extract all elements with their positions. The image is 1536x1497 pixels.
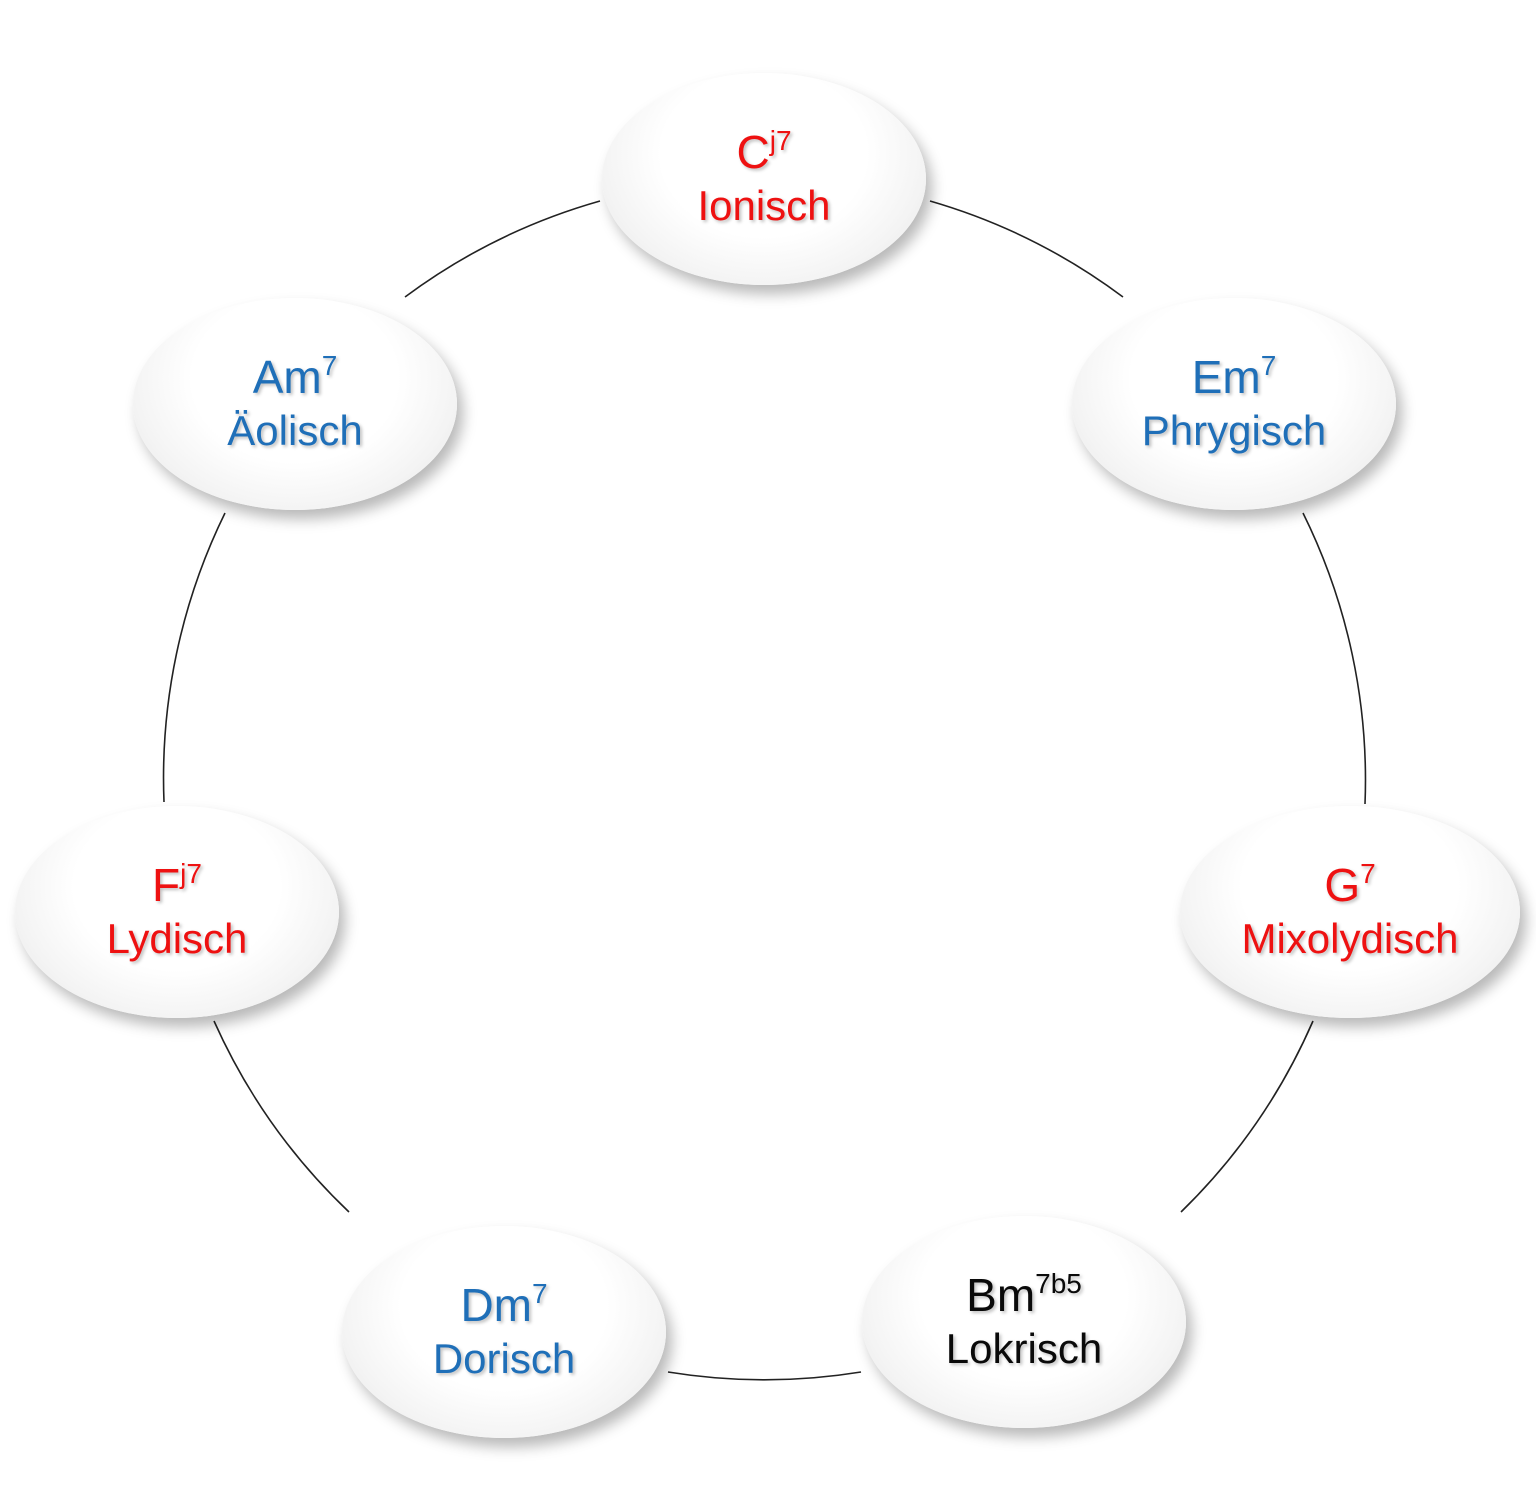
chord-extension: 7 — [1360, 858, 1376, 889]
chord-root: Am — [252, 351, 322, 403]
mode-name: Phrygisch — [1141, 407, 1327, 454]
mode-name: Mixolydisch — [1241, 915, 1459, 962]
chord-root: Bm — [966, 1269, 1036, 1321]
chord-root: G — [1324, 859, 1361, 911]
chord-root: C — [736, 126, 770, 178]
chord-root: Em — [1191, 351, 1261, 403]
chord-extension: 7 — [531, 1278, 548, 1309]
chord-label: Em7 — [1192, 351, 1277, 403]
connector-mixolydisch-lokrisch — [1180, 1020, 1314, 1213]
mode-node-aeolisch: Am7 Äolisch — [133, 298, 457, 510]
chord-root: Dm — [460, 1279, 532, 1331]
chord-label: Fj7 — [152, 859, 202, 911]
connector-dorisch-lydisch — [213, 1020, 350, 1213]
connector-ionisch-phrygisch — [929, 200, 1124, 298]
chord-label: Bm7b5 — [966, 1269, 1082, 1321]
mode-name: Dorisch — [432, 1335, 576, 1382]
mode-node-phrygisch: Em7 Phrygisch — [1072, 298, 1396, 510]
chord-root: F — [152, 859, 181, 911]
connector-lokrisch-dorisch — [667, 1371, 862, 1381]
chord-extension: 7 — [1260, 350, 1277, 381]
chord-label: Am7 — [253, 351, 338, 403]
mode-node-lydisch: Fj7 Lydisch — [15, 806, 339, 1018]
chord-label: G7 — [1324, 859, 1375, 911]
mode-node-mixolydisch: G7 Mixolydisch — [1180, 806, 1520, 1018]
connector-lydisch-aeolisch — [162, 512, 226, 803]
chord-label: Dm7 — [460, 1279, 547, 1331]
connector-phrygisch-mixolydisch — [1302, 512, 1367, 805]
chord-extension: 7 — [321, 350, 338, 381]
chord-extension: 7b5 — [1035, 1268, 1082, 1299]
mode-name: Äolisch — [227, 407, 363, 454]
mode-node-lokrisch: Bm7b5 Lokrisch — [862, 1216, 1186, 1428]
mode-name: Lydisch — [106, 915, 248, 962]
chord-extension: j7 — [180, 858, 202, 889]
mode-name: Lokrisch — [945, 1325, 1103, 1372]
connector-aeolisch-ionisch — [404, 200, 601, 298]
mode-node-dorisch: Dm7 Dorisch — [342, 1226, 666, 1438]
chord-extension: j7 — [769, 125, 792, 156]
chord-label: Cj7 — [736, 126, 791, 178]
mode-name: Ionisch — [697, 182, 831, 229]
mode-node-ionisch: Cj7 Ionisch — [602, 73, 926, 285]
